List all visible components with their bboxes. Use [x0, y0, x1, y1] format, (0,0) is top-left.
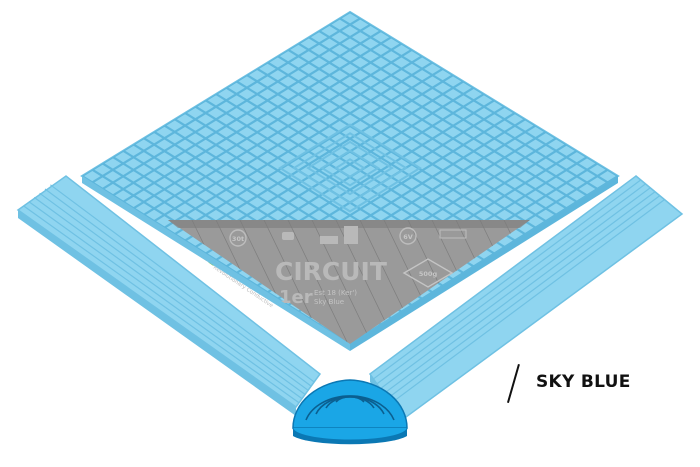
floor-tile: CIRCUIT 1er Est 18 (Ker') Sky Blue 30t 6…	[80, 10, 620, 351]
svg-text:500g: 500g	[419, 270, 438, 278]
edge-ramp-left	[16, 175, 322, 416]
color-name-label: SKY BLUE	[536, 372, 631, 392]
edge-ramp-icon	[23, 184, 315, 404]
badge-30t: 30t	[229, 229, 247, 247]
svg-text:6V: 6V	[403, 233, 413, 241]
sub-line-2: Sky Blue	[314, 298, 344, 306]
svg-text:30t: 30t	[232, 235, 244, 243]
voltage-icon: 6V	[399, 227, 417, 245]
model-text: 1er	[279, 287, 313, 308]
sub-line-1: Est 18 (Ker')	[314, 289, 357, 297]
corner-piece-icon	[292, 379, 408, 445]
brand-text: CIRCUIT	[275, 257, 387, 286]
weight-icon: 500g	[402, 258, 454, 288]
misc-icons	[282, 226, 467, 244]
